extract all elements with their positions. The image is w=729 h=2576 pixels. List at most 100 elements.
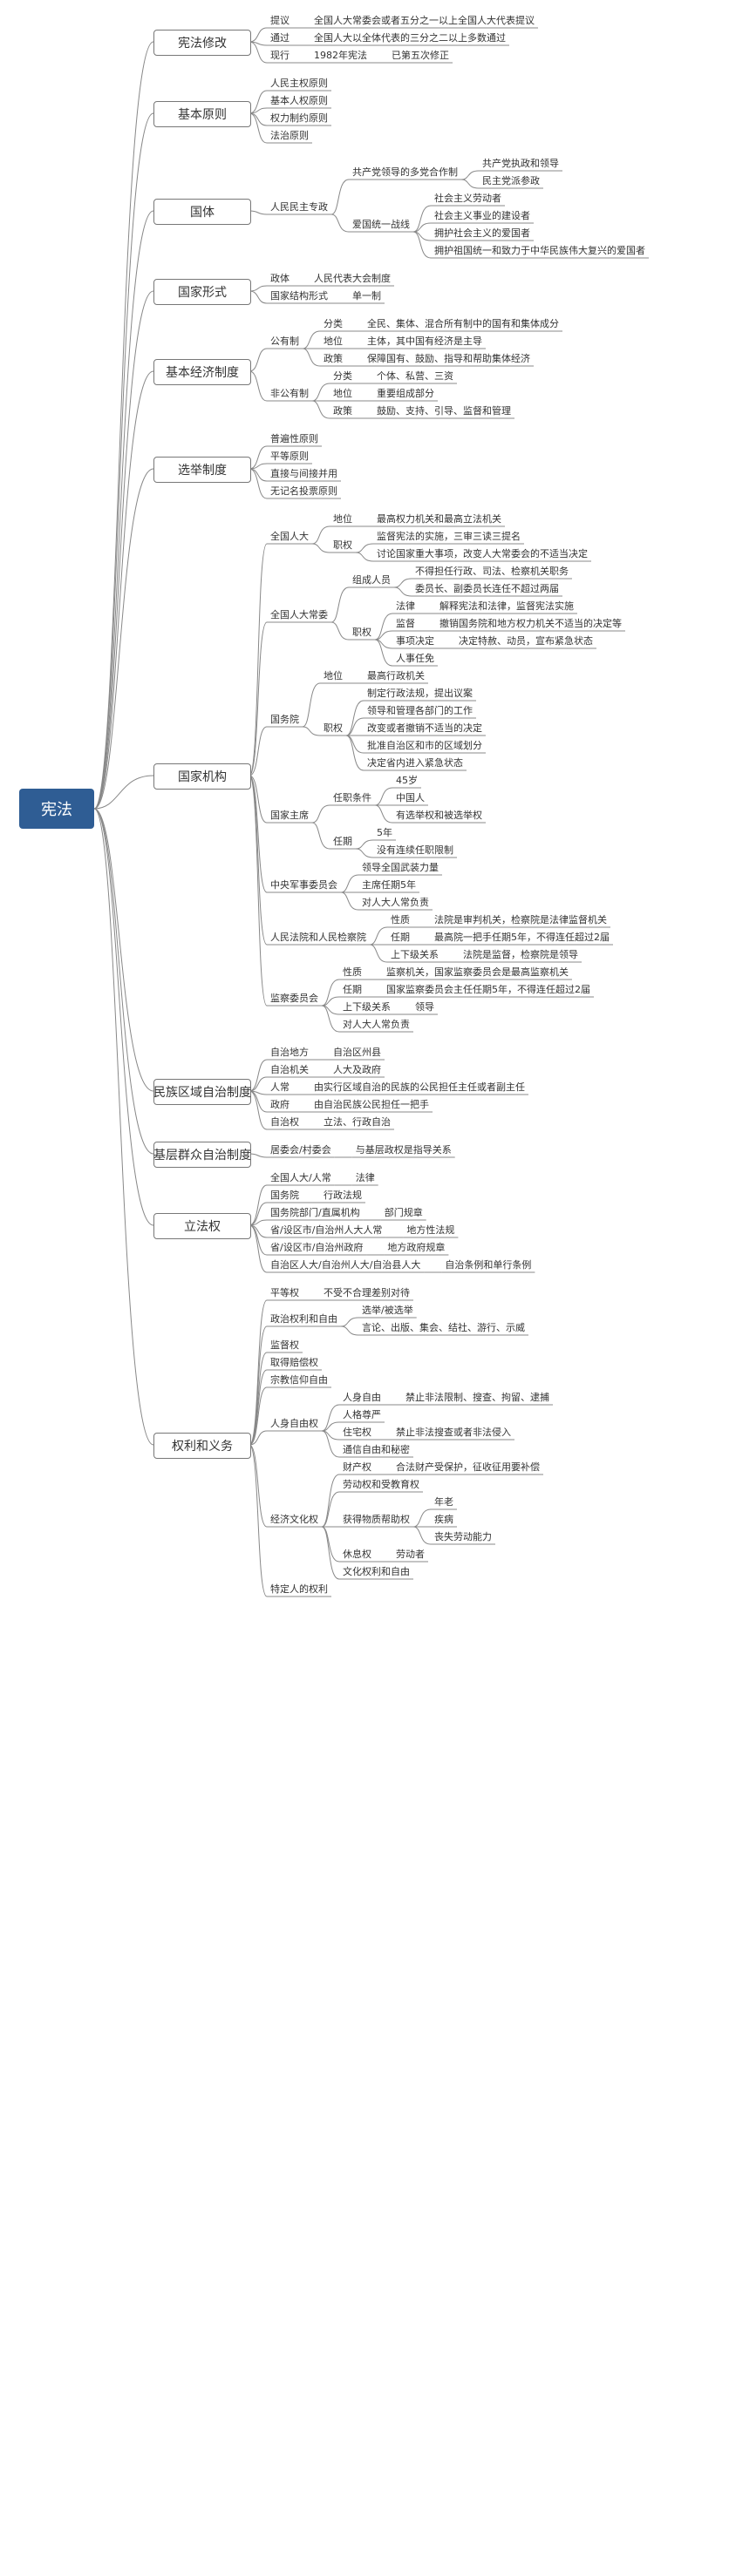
node-6-1-1-2-0[interactable]: 决定特赦、动员，宣布紧急状态 xyxy=(458,635,593,647)
node-6-4-2[interactable]: 对人大人常负责 xyxy=(361,897,429,908)
node-6-2[interactable]: 国务院 xyxy=(270,714,299,725)
node-6-1-0-0[interactable]: 不得担任行政、司法、检察机关职务 xyxy=(414,566,569,577)
node-6-1-0-1[interactable]: 委员长、副委员长连任不超过两届 xyxy=(414,583,559,594)
node-6-4-1[interactable]: 主席任期5年 xyxy=(361,879,416,891)
node-4-0-1[interactable]: 地位 xyxy=(323,336,343,347)
node-10-6-3[interactable]: 休息权 xyxy=(342,1549,371,1560)
node-1-1[interactable]: 基本人权原则 xyxy=(270,95,328,106)
node-7-4-0[interactable]: 立法、行政自治 xyxy=(323,1116,391,1128)
node-4-1-2-0[interactable]: 鼓励、支持、引导、监督和管理 xyxy=(376,405,511,417)
node-10-5-3[interactable]: 通信自由和秘密 xyxy=(342,1444,410,1455)
node-5-1[interactable]: 平等原则 xyxy=(270,451,309,462)
node-4-0-1-0[interactable]: 主体，其中国有经济是主导 xyxy=(366,336,482,347)
node-10-0[interactable]: 平等权 xyxy=(270,1287,299,1298)
node-0-0-0[interactable]: 全国人大常委会或者五分之一以上全国人大代表提议 xyxy=(313,15,535,26)
branch-10[interactable]: 权利和义务 xyxy=(153,1433,251,1459)
node-10-5-0-0[interactable]: 禁止非法限制、搜查、拘留、逮捕 xyxy=(405,1392,549,1403)
node-2-0-1-3[interactable]: 拥护祖国统一和致力于中华民族伟大复兴的爱国者 xyxy=(433,245,645,256)
node-6-0-1[interactable]: 职权 xyxy=(332,539,352,551)
node-9-2[interactable]: 国务院部门/直属机构 xyxy=(270,1207,360,1218)
branch-2[interactable]: 国体 xyxy=(153,199,251,225)
node-10-5-1[interactable]: 人格尊严 xyxy=(342,1409,381,1420)
node-6-3-0-2[interactable]: 有选举权和被选举权 xyxy=(395,810,482,821)
node-4-1-0-0[interactable]: 个体、私营、三资 xyxy=(376,370,453,382)
node-6-1-1-2[interactable]: 事项决定 xyxy=(395,635,434,647)
node-6-6-0[interactable]: 性质 xyxy=(342,966,362,978)
node-10-5-2-0[interactable]: 禁止非法搜查或者非法侵入 xyxy=(395,1427,511,1438)
node-1-0[interactable]: 人民主权原则 xyxy=(270,78,328,89)
node-10-4[interactable]: 宗教信仰自由 xyxy=(270,1374,328,1386)
node-9-3[interactable]: 省/设区市/自治州人大人常 xyxy=(270,1224,383,1236)
node-5-3[interactable]: 无记名投票原则 xyxy=(270,485,337,497)
node-0-2[interactable]: 现行 xyxy=(270,50,290,61)
node-6-6-2-0[interactable]: 领导 xyxy=(414,1001,434,1013)
node-7-2-0[interactable]: 由实行区域自治的民族的公民担任主任或者副主任 xyxy=(313,1081,525,1093)
node-6-6-1[interactable]: 任期 xyxy=(342,984,362,995)
node-3-1[interactable]: 国家结构形式 xyxy=(270,290,328,302)
node-2-0-0-0[interactable]: 共产党执政和领导 xyxy=(481,158,559,169)
node-6-2-0-0[interactable]: 最高行政机关 xyxy=(366,670,425,681)
node-3-0[interactable]: 政体 xyxy=(270,273,290,284)
node-6-6-2[interactable]: 上下级关系 xyxy=(342,1001,391,1013)
branch-9[interactable]: 立法权 xyxy=(153,1213,251,1239)
node-6-2-1[interactable]: 职权 xyxy=(323,722,343,734)
node-6-6[interactable]: 监察委员会 xyxy=(270,993,318,1004)
node-6-6-3[interactable]: 对人大人常负责 xyxy=(342,1019,410,1030)
node-6-1-1-0[interactable]: 法律 xyxy=(395,600,415,612)
node-6-4-0[interactable]: 领导全国武装力量 xyxy=(361,862,439,873)
node-10-6-1[interactable]: 劳动权和受教育权 xyxy=(342,1479,419,1490)
node-7-1-0[interactable]: 人大及政府 xyxy=(332,1064,381,1075)
branch-4[interactable]: 基本经济制度 xyxy=(153,359,251,385)
node-0-1[interactable]: 通过 xyxy=(270,32,290,44)
node-4-0-2[interactable]: 政策 xyxy=(323,353,343,364)
node-6-3[interactable]: 国家主席 xyxy=(270,810,309,821)
node-4-0-2-0[interactable]: 保障国有、鼓励、指导和帮助集体经济 xyxy=(366,353,530,364)
root-node[interactable]: 宪法 xyxy=(19,789,94,829)
node-5-2[interactable]: 直接与间接并用 xyxy=(270,468,337,479)
node-10-5[interactable]: 人身自由权 xyxy=(270,1418,318,1429)
node-9-1-0[interactable]: 行政法规 xyxy=(323,1190,362,1201)
node-10-6-0[interactable]: 财产权 xyxy=(342,1461,371,1473)
node-9-0-0[interactable]: 法律 xyxy=(355,1172,375,1183)
node-8-0-0[interactable]: 与基层政权是指导关系 xyxy=(355,1144,452,1156)
node-6-6-0-0[interactable]: 监察机关，国家监察委员会是最高监察机关 xyxy=(385,966,569,978)
node-10-6-4[interactable]: 文化权利和自由 xyxy=(342,1566,410,1577)
node-4-1[interactable]: 非公有制 xyxy=(270,388,309,399)
node-10-1-1[interactable]: 言论、出版、集会、结社、游行、示威 xyxy=(361,1322,525,1333)
node-2-0-1[interactable]: 爱国统一战线 xyxy=(351,219,410,230)
node-9-4[interactable]: 省/设区市/自治州政府 xyxy=(270,1242,364,1253)
branch-1[interactable]: 基本原则 xyxy=(153,101,251,127)
node-4-1-2[interactable]: 政策 xyxy=(332,405,352,417)
node-10-3[interactable]: 取得赔偿权 xyxy=(270,1357,318,1368)
node-10-6-2-1[interactable]: 疾病 xyxy=(433,1514,453,1525)
node-9-5-0[interactable]: 自治条例和单行条例 xyxy=(445,1259,532,1271)
node-7-3[interactable]: 政府 xyxy=(270,1099,290,1110)
node-6-1-1-1-0[interactable]: 撤销国务院和地方权力机关不适当的决定等 xyxy=(439,618,622,629)
node-6-0-0-0[interactable]: 最高权力机关和最高立法机关 xyxy=(376,513,501,525)
node-6-2-1-1[interactable]: 领导和管理各部门的工作 xyxy=(366,705,473,716)
node-7-1[interactable]: 自治机关 xyxy=(270,1064,309,1075)
node-6-5-2[interactable]: 上下级关系 xyxy=(390,949,439,960)
node-10-6-3-0[interactable]: 劳动者 xyxy=(395,1549,425,1560)
node-6-5-0-0[interactable]: 法院是审判机关，检察院是法律监督机关 xyxy=(433,914,607,925)
node-0-1-0[interactable]: 全国人大以全体代表的三分之二以上多数通过 xyxy=(313,32,506,44)
node-10-2[interactable]: 监督权 xyxy=(270,1339,299,1351)
node-0-2-0[interactable]: 1982年宪法 xyxy=(313,50,367,61)
node-6-3-0-0[interactable]: 45岁 xyxy=(395,775,418,786)
node-1-2[interactable]: 权力制约原则 xyxy=(270,112,328,124)
branch-3[interactable]: 国家形式 xyxy=(153,279,251,305)
node-10-1[interactable]: 政治权利和自由 xyxy=(270,1313,337,1325)
node-4-1-1-0[interactable]: 重要组成部分 xyxy=(376,388,434,399)
node-7-0-0[interactable]: 自治区州县 xyxy=(332,1047,381,1058)
node-9-4-0[interactable]: 地方政府规章 xyxy=(387,1242,446,1253)
node-2-0-0[interactable]: 共产党领导的多党合作制 xyxy=(351,166,458,178)
node-4-1-1[interactable]: 地位 xyxy=(332,388,352,399)
node-5-0[interactable]: 普遍性原则 xyxy=(270,433,318,444)
node-6-4[interactable]: 中央军事委员会 xyxy=(270,879,337,891)
node-2-0-0-1[interactable]: 民主党派参政 xyxy=(481,175,540,186)
node-6-5[interactable]: 人民法院和人民检察院 xyxy=(270,932,366,943)
node-3-0-0[interactable]: 人民代表大会制度 xyxy=(313,273,391,284)
node-6-2-1-3[interactable]: 批准自治区和市的区域划分 xyxy=(366,740,482,751)
node-6-5-2-0[interactable]: 法院是监督，检察院是领导 xyxy=(462,949,578,960)
node-10-0-0[interactable]: 不受不合理差别对待 xyxy=(323,1287,410,1298)
